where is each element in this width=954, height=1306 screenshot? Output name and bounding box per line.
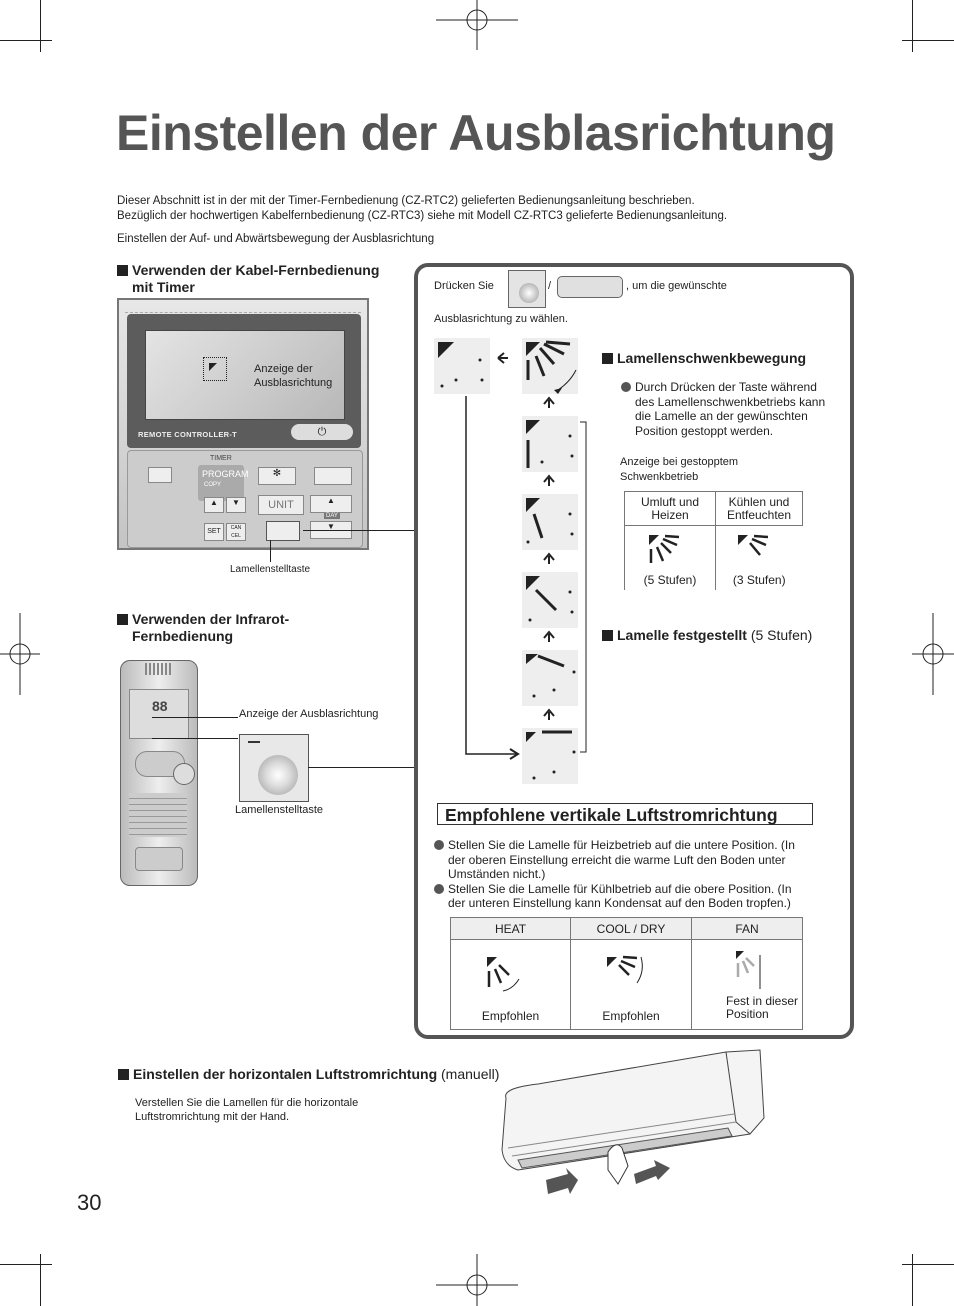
air-conditioner-illustration	[501, 1049, 765, 1194]
mode-header-cool: COOL / DRY	[570, 917, 692, 940]
callout-line	[152, 738, 238, 739]
swing-fan-icon	[649, 534, 680, 563]
ir-display-label: Anzeige der Ausblasrichtung	[239, 708, 379, 720]
temp-up-key[interactable]: ▲	[310, 495, 352, 513]
square-bullet-icon	[602, 630, 613, 641]
ir-louver-button-closeup	[239, 734, 309, 802]
wired-button-label: Lamellenstelltaste	[230, 564, 311, 575]
ir-lcd-digits: 88	[152, 698, 168, 714]
square-bullet-icon	[117, 265, 128, 276]
callout-line	[270, 540, 271, 562]
remote-display-frame: Anzeige der Ausblasrichtung REMOTE CONTR…	[127, 314, 361, 448]
louver-sequence-diagram	[434, 338, 587, 784]
swing-fan-icon	[738, 534, 769, 556]
round-key-face-icon	[519, 283, 539, 303]
ir-remote-image: 88	[120, 660, 198, 886]
mode-cell-heat: Empfohlen	[450, 939, 571, 1030]
heat-louver-icon	[486, 957, 519, 992]
mode-key[interactable]	[148, 467, 172, 483]
swing-heading: Lamellenschwenkbewegung	[602, 350, 806, 367]
fan-louver-icon	[736, 951, 761, 989]
square-bullet-icon	[117, 614, 128, 625]
intro-line2: Bezüglich der hochwertigen Kabelfernbedi…	[117, 209, 728, 222]
intro-line3: Einstellen der Auf- und Abwärtsbewegung …	[117, 233, 435, 245]
ir-louver-button[interactable]	[173, 763, 195, 785]
mode-header-heat: HEAT	[450, 917, 571, 940]
callout-line	[152, 717, 238, 718]
round-louver-key-icon	[508, 270, 546, 308]
mode-cell-cool: Empfohlen	[570, 939, 692, 1030]
mode-header-fan: FAN	[691, 917, 803, 940]
up-key[interactable]: ▲	[204, 497, 224, 513]
fixed-heading: Lamelle festgestellt (5 Stufen)	[602, 627, 812, 643]
lcd-screen: Anzeige der Ausblasrichtung	[145, 330, 345, 420]
wired-heading: Verwenden der Kabel-Fernbedienung mit Ti…	[117, 262, 417, 296]
circle-bullet-icon	[434, 840, 444, 850]
ir-keypad	[129, 793, 187, 837]
square-bullet-icon	[602, 353, 613, 364]
arrow-right-icon	[634, 1160, 670, 1184]
program-key[interactable]: PROGRAM COPY	[198, 465, 249, 501]
circle-bullet-icon	[434, 883, 444, 894]
ir-emitter	[145, 663, 171, 675]
wired-remote-image: Anzeige der Ausblasrichtung REMOTE CONTR…	[117, 298, 369, 550]
round-button-icon	[258, 755, 298, 795]
down-key[interactable]: ▼	[226, 497, 246, 513]
ir-lcd: 88	[129, 689, 189, 739]
hand-icon	[607, 1144, 629, 1185]
arrow-left-icon	[546, 1168, 578, 1194]
horizontal-text: Verstellen Sie die Lamellen für die hori…	[135, 1097, 359, 1123]
press-line2: Ausblasrichtung zu wählen.	[434, 313, 568, 325]
press-label: Drücken Sie	[434, 280, 494, 292]
swing-text: Durch Drücken der Taste während des Lame…	[621, 380, 841, 438]
cool-louver-icon	[607, 955, 643, 984]
unit-key[interactable]: UNIT	[258, 495, 304, 515]
direction-panel	[414, 263, 854, 1039]
filter-key[interactable]	[314, 467, 352, 485]
louver-indicator-icon	[203, 357, 227, 381]
mode-table: HEAT COOL / DRY FAN Empfohlen Empfohlen …	[450, 917, 803, 1030]
timer-label: TIMER	[210, 455, 232, 462]
display-label: Anzeige der Ausblasrichtung	[254, 363, 333, 389]
ir-heading: Verwenden der Infrarot- Fernbedienung	[117, 611, 377, 645]
ir-bottom-keys[interactable]	[135, 847, 183, 871]
recommended-heading: Empfohlene vertikale Luftstromrichtung	[437, 803, 813, 825]
recommended-text: Stellen Sie die Lamelle für Heizbetrieb …	[434, 838, 834, 911]
intro-line1: Dieser Abschnitt ist in der mit der Time…	[117, 195, 695, 207]
circle-bullet-icon	[621, 382, 631, 392]
ir-button-label: Lamellenstelltaste	[235, 804, 324, 816]
fan-key[interactable]: ✻	[258, 467, 296, 485]
stopped-col1-cell: (5 Stufen)	[624, 525, 716, 590]
power-button[interactable]: ⏻	[291, 424, 353, 440]
brand-label: REMOTE CONTROLLER-T	[138, 430, 238, 439]
louver-button[interactable]	[266, 521, 300, 541]
connector-line	[303, 530, 414, 531]
page-number: 30	[77, 1190, 102, 1215]
connector-line	[308, 767, 414, 768]
press-after: , um die gewünschte	[626, 280, 727, 292]
square-bullet-icon	[118, 1069, 129, 1080]
flat-louver-key-icon	[557, 276, 623, 298]
stopped-col2-cell: (3 Stufen)	[715, 525, 803, 590]
cancel-key[interactable]: CAN CEL	[226, 523, 246, 541]
set-key[interactable]: SET	[204, 523, 224, 541]
slash: /	[548, 280, 552, 292]
remote-top-edge	[125, 304, 361, 313]
intro: Dieser Abschnitt ist in der mit der Time…	[117, 194, 877, 247]
page-title: Einstellen der Ausblasrichtung	[116, 105, 836, 161]
day-label: DAY	[324, 513, 340, 519]
horizontal-heading: Einstellen der horizontalen Luftstromric…	[118, 1066, 499, 1082]
remote-keypad: TIMER PROGRAM COPY ✻ ▲ ▼ UNIT ▲ DAY SET …	[127, 450, 363, 548]
louver-mark-icon	[248, 741, 260, 743]
